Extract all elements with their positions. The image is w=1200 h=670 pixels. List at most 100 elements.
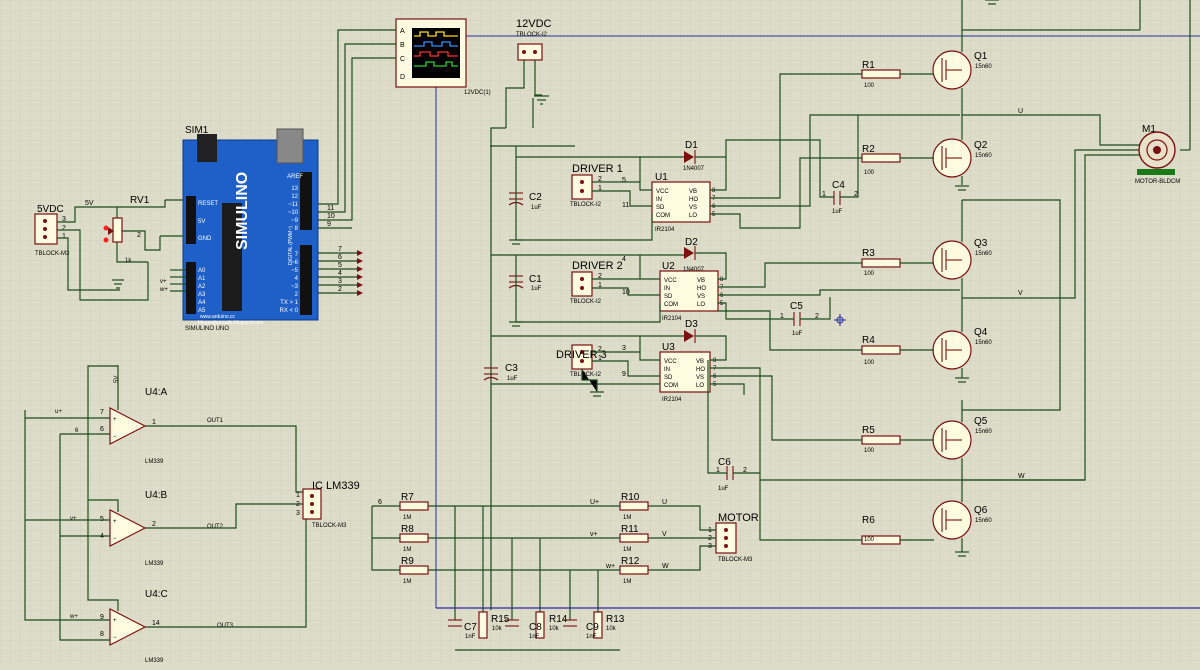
terminal-block-motor[interactable] [715, 522, 737, 554]
comparator-u4c[interactable] [109, 608, 147, 646]
svg-text:11: 11 [622, 202, 629, 209]
comparator-u4a[interactable] [109, 407, 147, 445]
svg-text:2: 2 [815, 313, 819, 320]
svg-text:HO: HO [696, 367, 705, 373]
wires-12v [490, 60, 575, 610]
c8-value: 1nF [529, 634, 540, 640]
mosfet-q6[interactable] [932, 500, 972, 540]
svg-text:SD: SD [656, 205, 665, 211]
driver2-block[interactable] [571, 271, 593, 297]
net-w-plus: w+ [605, 563, 615, 570]
mosfet-q1[interactable] [932, 50, 972, 90]
mosfet-q2[interactable] [932, 138, 972, 178]
u4c-out: OUT3 [217, 623, 234, 629]
svg-text:SD: SD [664, 294, 673, 300]
arduino-pin-7: 7 [295, 252, 299, 258]
r13-ref: R13 [606, 614, 625, 625]
u4a-in-n: 6 [75, 428, 79, 434]
u4c-type: LM339 [145, 658, 164, 664]
svg-text:3: 3 [62, 216, 66, 223]
q5-type: 15n60 [975, 429, 992, 435]
cap-c8[interactable] [505, 619, 519, 627]
cursor-target [834, 314, 846, 326]
svg-text:4: 4 [622, 256, 626, 263]
ic-u1[interactable] [651, 181, 711, 223]
arduino-pin-0: RX < 0 [279, 308, 298, 314]
r3-ref: R3 [862, 248, 875, 259]
r8-ref: R8 [401, 524, 414, 535]
arduino-pin-reset: RESET [198, 201, 218, 207]
u4b-out: OUT2 [207, 524, 224, 530]
resistor-r9[interactable] [399, 565, 429, 575]
resistor-r3[interactable] [861, 258, 901, 268]
tb-motor-label: MOTOR [718, 512, 759, 524]
ground-12v [534, 95, 549, 105]
cap-c7[interactable] [448, 619, 462, 627]
driver1-block[interactable] [571, 174, 593, 200]
svg-text:VB: VB [696, 359, 704, 365]
mosfet-q5[interactable] [932, 420, 972, 460]
svg-text:1: 1 [822, 191, 826, 198]
svg-text:1: 1 [598, 355, 602, 362]
arduino-output-arrows [357, 250, 363, 296]
bldc-motor[interactable] [1137, 131, 1176, 175]
svg-text:3: 3 [708, 543, 712, 550]
resistor-r8[interactable] [399, 533, 429, 543]
svg-text:8: 8 [712, 188, 716, 194]
terminal-block-12v[interactable] [517, 43, 543, 61]
resistor-r13[interactable] [593, 611, 603, 639]
comparator-u4b[interactable] [109, 509, 147, 547]
r9-ref: R9 [401, 556, 414, 567]
resistor-r10[interactable] [619, 501, 649, 511]
c4-value: 1uF [832, 209, 843, 215]
svg-text:−: − [113, 536, 117, 542]
arduino-wire-labels: 11 10 9 7 6 5 4 3 2 [327, 205, 342, 293]
rv1-pin-markers [103, 225, 109, 243]
ic-u2[interactable] [659, 270, 719, 312]
u2-ref: U2 [662, 261, 675, 272]
c8-ref: C8 [529, 622, 542, 633]
mosfet-q3[interactable] [932, 240, 972, 280]
r11-ref: R11 [621, 524, 639, 535]
u4c-ref: U4:C [145, 589, 168, 600]
arduino-board[interactable]: SIMULINO AREF DIGITAL (PWM~) www.arduino… [182, 128, 319, 326]
m1-type: MOTOR-BLDCM [1135, 179, 1180, 185]
resistor-r15[interactable] [478, 611, 488, 639]
r4-value: 100 [864, 360, 875, 366]
terminal-block-5v[interactable] [34, 213, 58, 245]
m1-ref: M1 [1142, 124, 1156, 135]
cap-c9[interactable] [563, 619, 577, 627]
resistor-r7[interactable] [399, 501, 429, 511]
q6-type: 15n60 [975, 518, 992, 524]
svg-text:6: 6 [338, 254, 342, 261]
resistor-r5[interactable] [861, 435, 901, 445]
net-u: U [662, 499, 667, 506]
svg-text:5: 5 [712, 212, 716, 218]
resistor-r11[interactable] [619, 533, 649, 543]
ic-u3[interactable] [659, 351, 711, 393]
resistor-r2[interactable] [861, 153, 901, 163]
terminal-block-ic[interactable] [302, 488, 322, 520]
comparator-wires [24, 365, 307, 641]
r6-value: 100 [864, 537, 875, 543]
svg-text:6: 6 [720, 293, 724, 299]
scope-channel-b: B [400, 42, 405, 49]
r3-value: 100 [864, 271, 875, 277]
cap-c4[interactable] [833, 191, 841, 205]
r4-ref: R4 [862, 335, 875, 346]
tb-ic-type: TBLOCK-M3 [312, 523, 347, 529]
cap-c3[interactable] [483, 367, 499, 381]
potentiometer-rv1[interactable] [108, 217, 123, 243]
oscilloscope[interactable]: A B C D [395, 18, 467, 88]
q1-type: 15n60 [975, 64, 992, 70]
resistor-r14[interactable] [535, 611, 545, 639]
mosfet-q4[interactable] [932, 330, 972, 370]
svg-text:HO: HO [697, 286, 706, 292]
r2-ref: R2 [862, 144, 875, 155]
resistor-r1[interactable] [861, 69, 901, 79]
resistor-r12[interactable] [619, 565, 649, 575]
svg-text:1: 1 [296, 492, 300, 499]
svg-text:1: 1 [598, 185, 602, 192]
resistor-r4[interactable] [861, 345, 901, 355]
